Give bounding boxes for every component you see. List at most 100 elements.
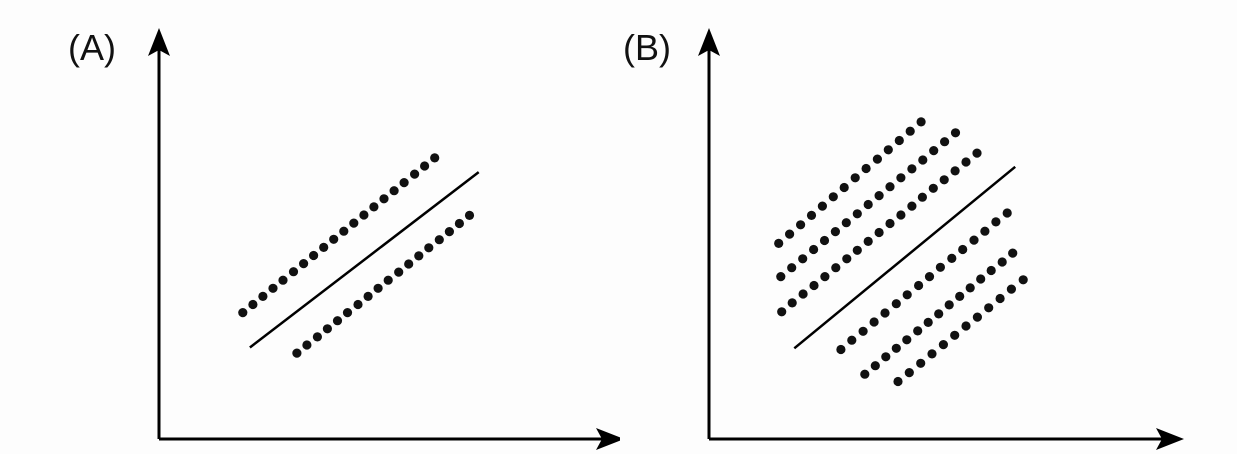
data-point-b-s5-4 [891,343,901,353]
data-point-b-s3-14 [917,192,927,202]
scatter-plot-a: (A) [68,27,620,450]
data-point-a-s1-11 [339,226,349,236]
data-point-a-s1-10 [329,234,339,244]
data-point-b-s1-7 [839,182,849,193]
data-point-a-s2-8 [363,291,373,301]
data-point-b-s5-7 [923,317,933,327]
data-point-b-s4-13 [969,235,979,245]
data-point-a-s2-15 [434,235,444,245]
data-point-b-s2-9 [863,199,873,210]
data-point-b-s1-8 [850,173,860,183]
data-point-b-s1-3 [796,220,806,230]
data-point-b-s2-3 [798,254,808,264]
data-point-b-s4-1 [836,344,846,355]
data-point-b-s1-14 [916,117,926,127]
data-point-b-s3-6 [831,263,841,273]
data-point-b-s6-9 [984,303,994,313]
data-point-b-s3-13 [907,201,917,211]
data-point-a-s2-10 [383,275,393,285]
data-point-a-s2-11 [394,267,404,277]
data-point-b-s3-15 [928,183,938,193]
marks-a [238,153,480,358]
data-point-a-s1-8 [309,250,319,261]
data-point-b-s6-4 [927,349,937,359]
data-point-b-s5-12 [976,274,986,284]
data-point-b-s1-11 [883,145,893,155]
data-point-b-s2-2 [787,263,797,273]
data-point-a-s1-6 [288,267,299,277]
data-point-b-s2-4 [809,244,819,255]
data-point-b-s6-7 [961,321,971,331]
data-point-b-s2-7 [841,218,851,228]
marks-b [774,117,1028,387]
panel-b: (B) [620,0,1237,454]
data-point-a-s1-14 [369,202,379,212]
data-point-b-s3-18 [961,157,971,167]
data-point-b-s2-17 [950,128,961,138]
data-point-b-s1-12 [894,135,904,146]
data-point-a-s2-18 [464,210,475,220]
data-point-b-s3-4 [809,280,819,291]
panel-a: (A) [68,27,620,450]
data-point-b-s3-7 [842,254,852,264]
data-point-b-s3-8 [852,245,862,255]
separator-line-b-1 [793,165,1016,350]
data-point-b-s4-8 [914,280,924,291]
data-point-a-s1-4 [268,283,278,293]
data-point-b-s3-2 [787,298,797,308]
data-point-b-s5-10 [955,291,965,301]
data-point-a-s1-20 [430,153,440,163]
data-point-b-s6-8 [972,312,982,322]
data-point-b-s6-10 [995,293,1005,304]
data-point-a-s2-1 [292,348,302,358]
data-point-a-s1-9 [319,242,329,252]
data-point-b-s3-17 [950,166,960,176]
data-point-a-s2-9 [373,283,383,293]
data-point-b-s1-10 [872,154,882,164]
data-point-a-s1-7 [299,259,309,269]
data-point-b-s6-1 [893,376,903,387]
data-point-b-s1-4 [806,210,817,220]
data-point-b-s1-13 [905,126,915,136]
data-point-b-s2-13 [907,164,917,174]
data-point-b-s6-5 [938,340,948,350]
data-point-b-s4-10 [935,262,945,272]
panel-label-b: (B) [623,27,671,68]
data-point-a-s2-2 [302,340,312,350]
data-point-a-s1-13 [359,210,369,220]
data-point-b-s2-11 [885,182,895,192]
data-point-b-s4-5 [880,308,890,318]
data-point-b-s1-1 [774,238,784,248]
data-point-a-s2-3 [312,332,322,342]
data-point-a-s2-5 [332,316,343,326]
data-point-a-s2-6 [342,308,353,318]
x-axis-arrow-b [1156,428,1184,450]
data-point-b-s3-11 [885,218,895,229]
data-point-b-s2-14 [918,155,928,165]
data-point-b-s5-15 [1008,248,1018,258]
data-point-a-s2-16 [444,227,454,237]
data-point-b-s2-6 [830,227,840,237]
data-point-a-s1-1 [238,308,248,318]
data-point-b-s2-15 [929,146,939,156]
x-axis-arrow-a [596,428,620,450]
data-point-b-s4-4 [869,317,879,327]
data-point-a-s1-12 [349,218,359,228]
data-point-b-s2-5 [819,235,830,246]
data-point-a-s2-17 [454,218,464,229]
data-point-b-s3-19 [972,148,982,158]
data-point-a-s1-3 [258,291,268,301]
panel-label-a: (A) [68,27,116,68]
data-point-b-s6-11 [1006,284,1016,294]
data-point-b-s4-6 [891,299,901,309]
data-point-b-s2-12 [896,173,906,183]
data-point-b-s5-3 [881,352,891,362]
data-point-b-s1-6 [828,192,838,202]
data-point-b-s4-16 [1002,208,1012,218]
data-point-a-s2-7 [353,299,363,310]
data-point-b-s5-13 [986,265,996,276]
data-point-b-s3-12 [896,210,906,220]
data-point-a-s1-17 [399,178,409,188]
data-point-b-s4-9 [924,272,935,282]
data-point-a-s1-2 [248,299,258,310]
